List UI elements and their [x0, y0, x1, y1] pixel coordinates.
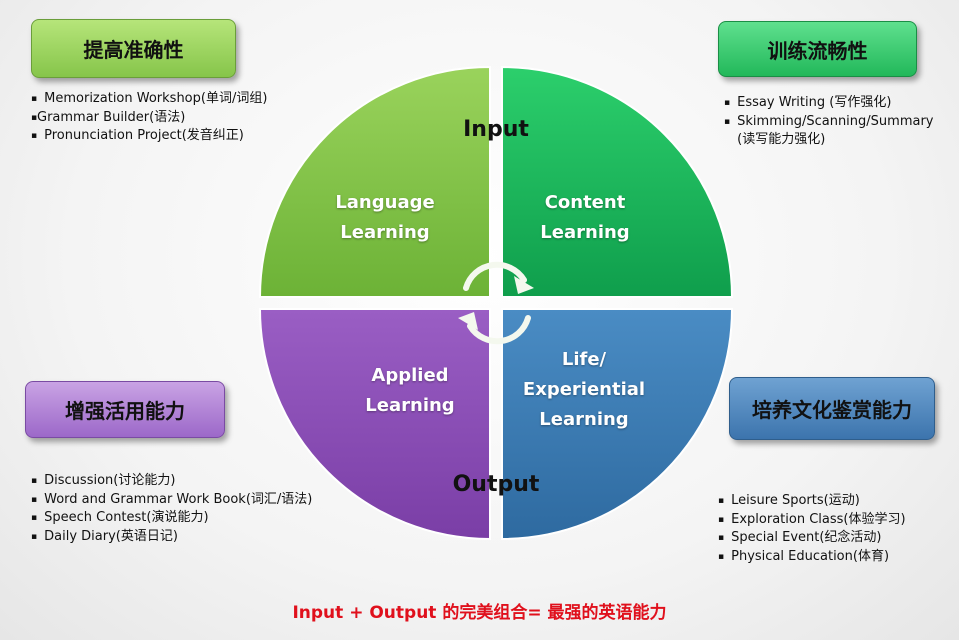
list-item: ▪ Pronunciation Project(发音纠正) — [31, 128, 244, 143]
list-culture: ▪ Leisure Sports(运动) ▪ Exploration Class… — [718, 492, 906, 566]
list-fluency: ▪ Essay Writing (写作强化) ▪ Skimming/Scanni… — [724, 94, 934, 150]
box-fluency-label: 训练流畅性 — [767, 38, 868, 63]
list-item: ▪ Leisure Sports(运动) — [718, 493, 860, 508]
list-application: ▪ Discussion(讨论能力) ▪ Word and Grammar Wo… — [31, 472, 312, 546]
arrowhead-top-icon — [514, 276, 534, 294]
list-item: ▪ Memorization Workshop(单词/词组) — [31, 91, 268, 106]
quadrant-label-language: Language Learning — [335, 192, 435, 243]
list-item: ▪Grammar Builder(语法) — [31, 109, 186, 125]
footer-summary: Input + Output 的完美组合= 最强的英语能力 — [292, 603, 667, 623]
list-item: ▪ Speech Contest(演说能力) — [31, 510, 209, 525]
box-accuracy-label: 提高准确性 — [83, 38, 184, 62]
input-label: Input — [463, 117, 529, 142]
quadrant-bottom-right — [501, 308, 734, 541]
box-culture: 培养文化鉴赏能力 — [729, 377, 935, 440]
quadrant-label-applied: Applied Learning — [365, 365, 455, 416]
list-item: ▪ Daily Diary(英语日记) — [31, 528, 178, 544]
output-label: Output — [452, 472, 540, 497]
list-item: ▪ Discussion(讨论能力) — [31, 473, 176, 488]
list-item: ▪ Essay Writing (写作强化) — [724, 95, 892, 110]
box-application-label: 增强活用能力 — [65, 399, 185, 423]
list-item: ▪ (读写能力强化) — [737, 132, 826, 147]
list-accuracy: ▪ Memorization Workshop(单词/词组) ▪Grammar … — [31, 90, 267, 146]
quadrant-top-right — [501, 65, 734, 298]
list-item: ▪ Special Event(纪念活动) — [718, 530, 882, 545]
list-item: ▪ Exploration Class(体验学习) — [718, 511, 906, 527]
quadrant-top-left — [258, 65, 491, 298]
box-culture-label: 培养文化鉴赏能力 — [752, 398, 912, 422]
list-item: ▪ Word and Grammar Work Book(词汇/语法) — [31, 491, 313, 507]
quadrant-bottom-left — [258, 308, 491, 541]
box-accuracy: 提高准确性 — [31, 19, 236, 78]
cycle-arrows-icon — [463, 261, 531, 345]
arrowhead-bottom-icon — [458, 312, 478, 330]
box-application: 增强活用能力 — [25, 381, 225, 438]
quadrant-label-life: Life/ Experiential Learning — [522, 349, 646, 430]
quadrant-label-content: Content Learning — [540, 192, 630, 243]
list-item: ▪ Physical Education(体育) — [718, 548, 890, 564]
box-fluency: 训练流畅性 — [718, 21, 917, 77]
list-item: ▪ Skimming/Scanning/Summary — [724, 113, 934, 129]
